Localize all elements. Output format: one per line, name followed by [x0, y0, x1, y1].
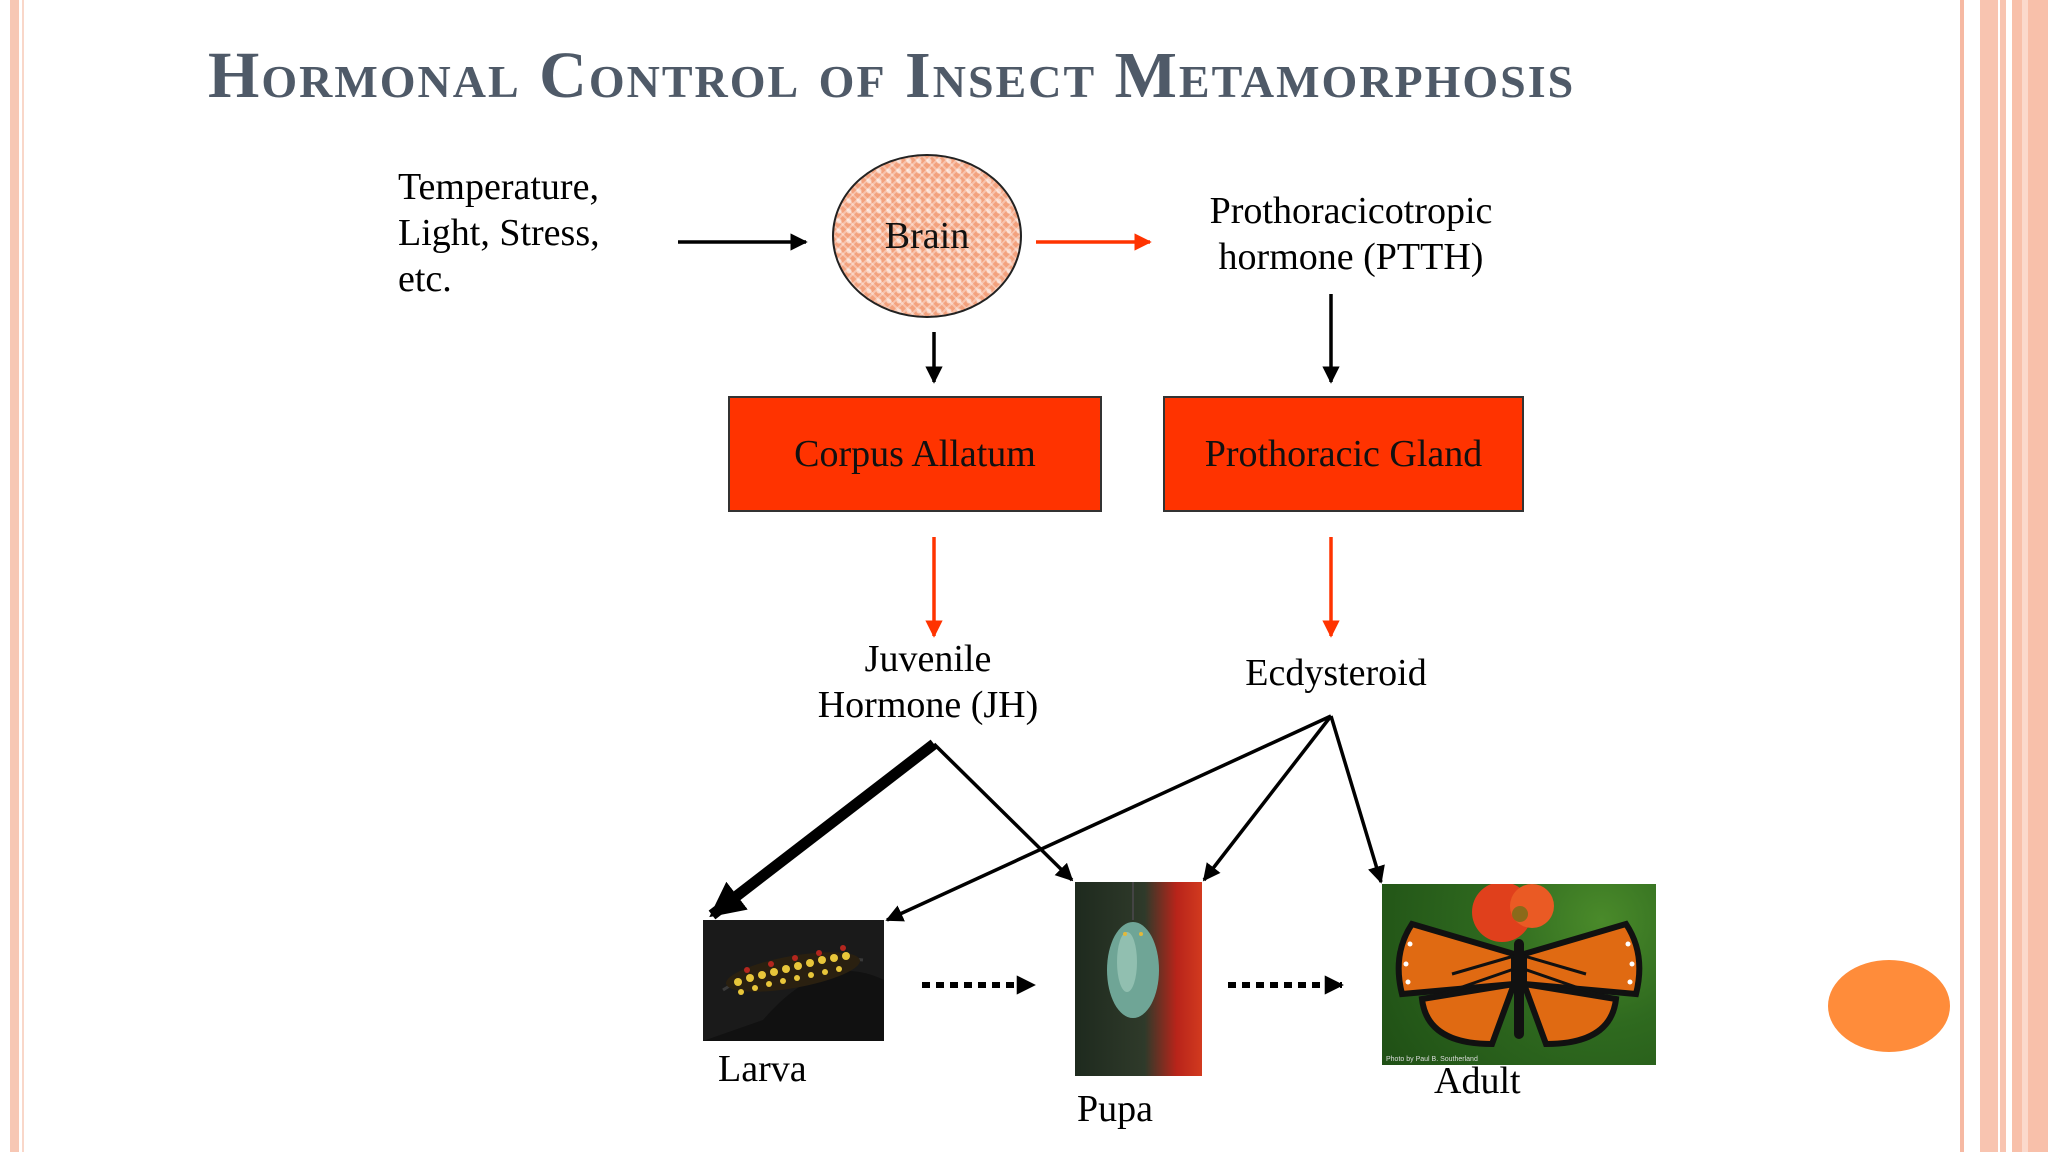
adult-butterfly-photo: Photo by Paul B. Southerland [1382, 884, 1656, 1065]
ecdysteroid-label: Ecdysteroid [1245, 652, 1427, 694]
arrow-ecdysteroid-to-larva [885, 714, 1332, 922]
slide-title: Hormonal Control of Insect Metamorphosis [208, 39, 1576, 112]
larva-photo [703, 920, 884, 1041]
input-factors-label: Temperature, Light, Stress, etc. [398, 166, 600, 300]
larva-image [703, 920, 884, 1041]
adult-label: Adult [1434, 1060, 1521, 1102]
brain-node: Brain [832, 154, 1022, 318]
left-border-thin-stripe [22, 0, 24, 1152]
arrow-ecdysteroid-to-pupa [1202, 714, 1333, 882]
pupa-image [1107, 882, 1159, 1018]
larva-label: Larva [718, 1048, 807, 1090]
right-border-stripe [2000, 0, 2006, 1152]
butterfly-image [1395, 884, 1643, 1048]
juvenile-hormone-label: Juvenile Hormone (JH) [817, 638, 1039, 726]
arrow-jh-to-pupa [932, 742, 1074, 882]
brain-label: Brain [884, 215, 970, 257]
corpus-allatum-box: Corpus Allatum [728, 396, 1102, 512]
pupa-label: Pupa [1077, 1088, 1153, 1130]
decorative-orange-oval [1828, 960, 1950, 1052]
corpus-allatum-label: Corpus Allatum [794, 433, 1036, 475]
prothoracic-gland-box: Prothoracic Gland [1163, 396, 1524, 512]
right-border-stripe [1980, 0, 1998, 1152]
left-border-stripe [10, 0, 19, 1152]
right-border-stripe [2012, 0, 2048, 1152]
photo-credit: Photo by Paul B. Southerland [1386, 1056, 1478, 1063]
prothoracic-gland-label: Prothoracic Gland [1204, 433, 1483, 475]
right-border-stripe [2022, 0, 2028, 1152]
arrow-jh-to-larva-thick [708, 739, 938, 920]
arrow-ecdysteroid-to-adult [1329, 715, 1385, 884]
right-border-stripe [1960, 0, 1964, 1152]
pupa-photo [1075, 882, 1202, 1076]
ptth-label: Prothoracicotropic hormone (PTTH) [1209, 190, 1493, 278]
